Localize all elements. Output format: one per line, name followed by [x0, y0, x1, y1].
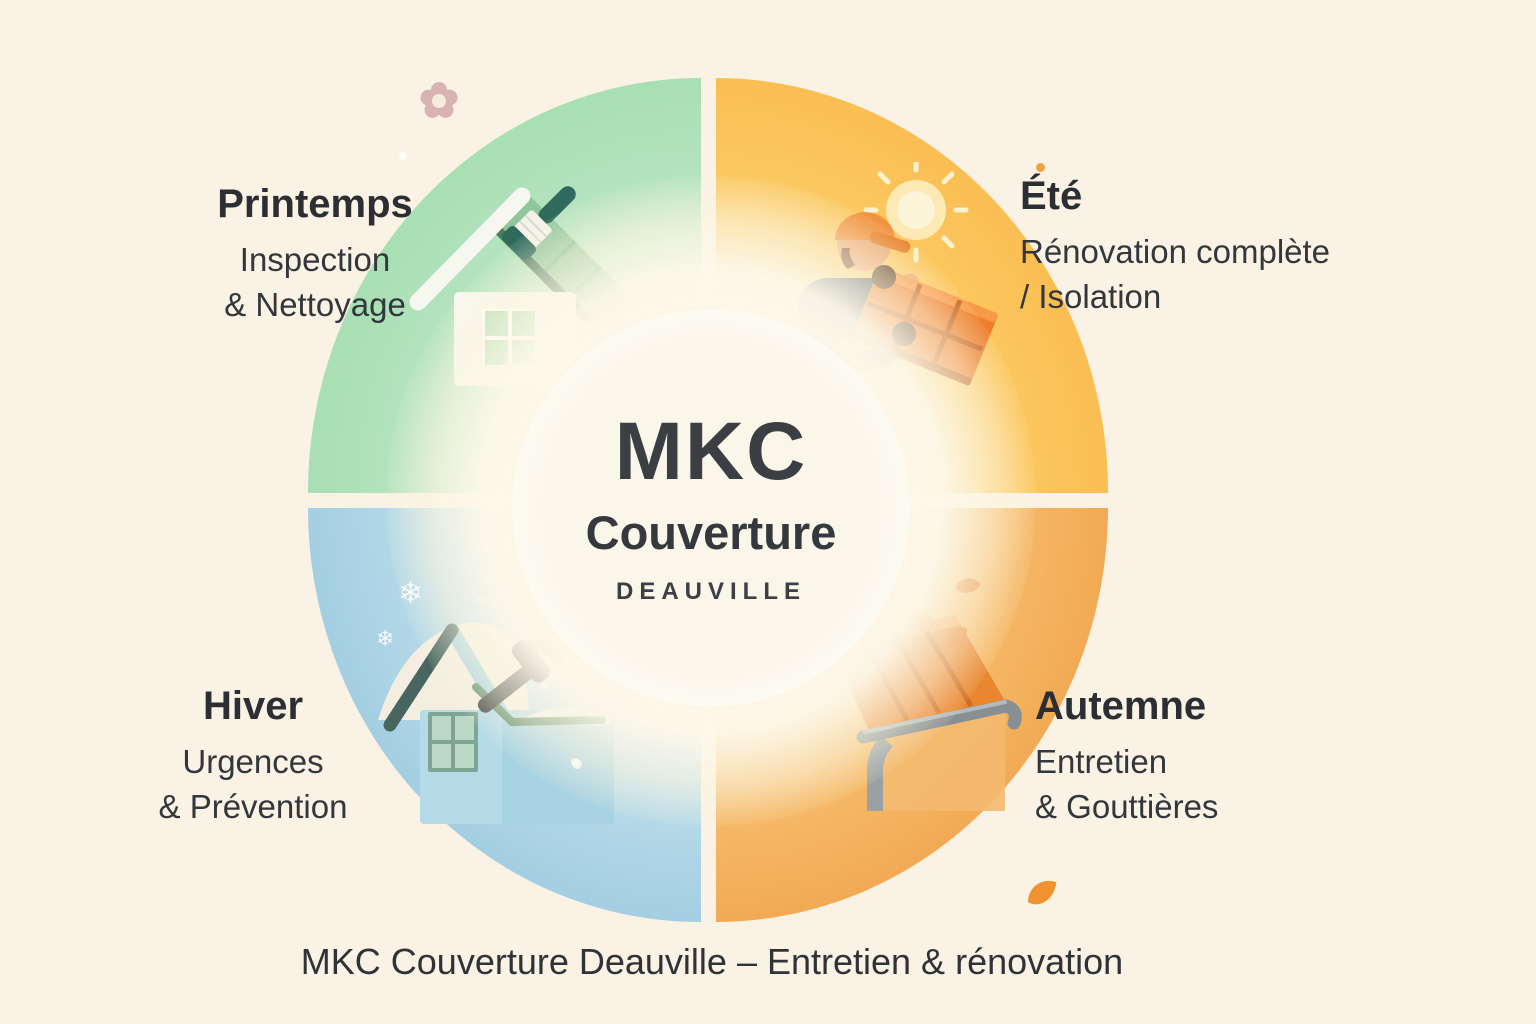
brand-name: MKC — [614, 405, 808, 497]
season-service-line: & Gouttières — [1035, 787, 1219, 825]
window — [428, 712, 478, 772]
footer-caption: MKC Couverture Deauville – Entretien & r… — [300, 941, 1124, 982]
decor-dot — [1036, 163, 1045, 172]
season-service-line: / Isolation — [1020, 277, 1162, 315]
decor-dot — [399, 152, 407, 160]
season-title: Autemne — [1035, 684, 1207, 728]
label-ete: Été Rénovation complète / Isolation — [1020, 174, 1330, 320]
label-automne: Autemne Entretien & Gouttières — [1035, 684, 1218, 830]
season-service-line: Rénovation complète — [1020, 233, 1331, 270]
season-service-line: Urgences — [182, 743, 324, 780]
leaf-icon — [1028, 880, 1057, 905]
label-printemps: Printemps Inspection & Nettoyage — [150, 182, 480, 328]
season-title: Hiver — [202, 684, 304, 728]
season-title: Printemps — [217, 182, 413, 226]
brand-medallion: MKC Couverture DEAUVILLE — [513, 310, 909, 706]
snowflake-icon: ❄ — [376, 626, 395, 651]
season-service-line: Inspection — [239, 241, 391, 278]
season-service-line: & Nettoyage — [224, 285, 406, 323]
season-service-line: Entretien — [1035, 743, 1168, 780]
brand-location: DEAUVILLE — [615, 577, 806, 605]
flower-icon — [420, 82, 458, 118]
season-title: Été — [1020, 174, 1083, 218]
brand-subtitle: Couverture — [585, 505, 837, 559]
season-service-line: & Prévention — [158, 787, 348, 825]
label-hiver: Hiver Urgences & Prévention — [93, 684, 413, 830]
gutter — [856, 699, 1022, 744]
